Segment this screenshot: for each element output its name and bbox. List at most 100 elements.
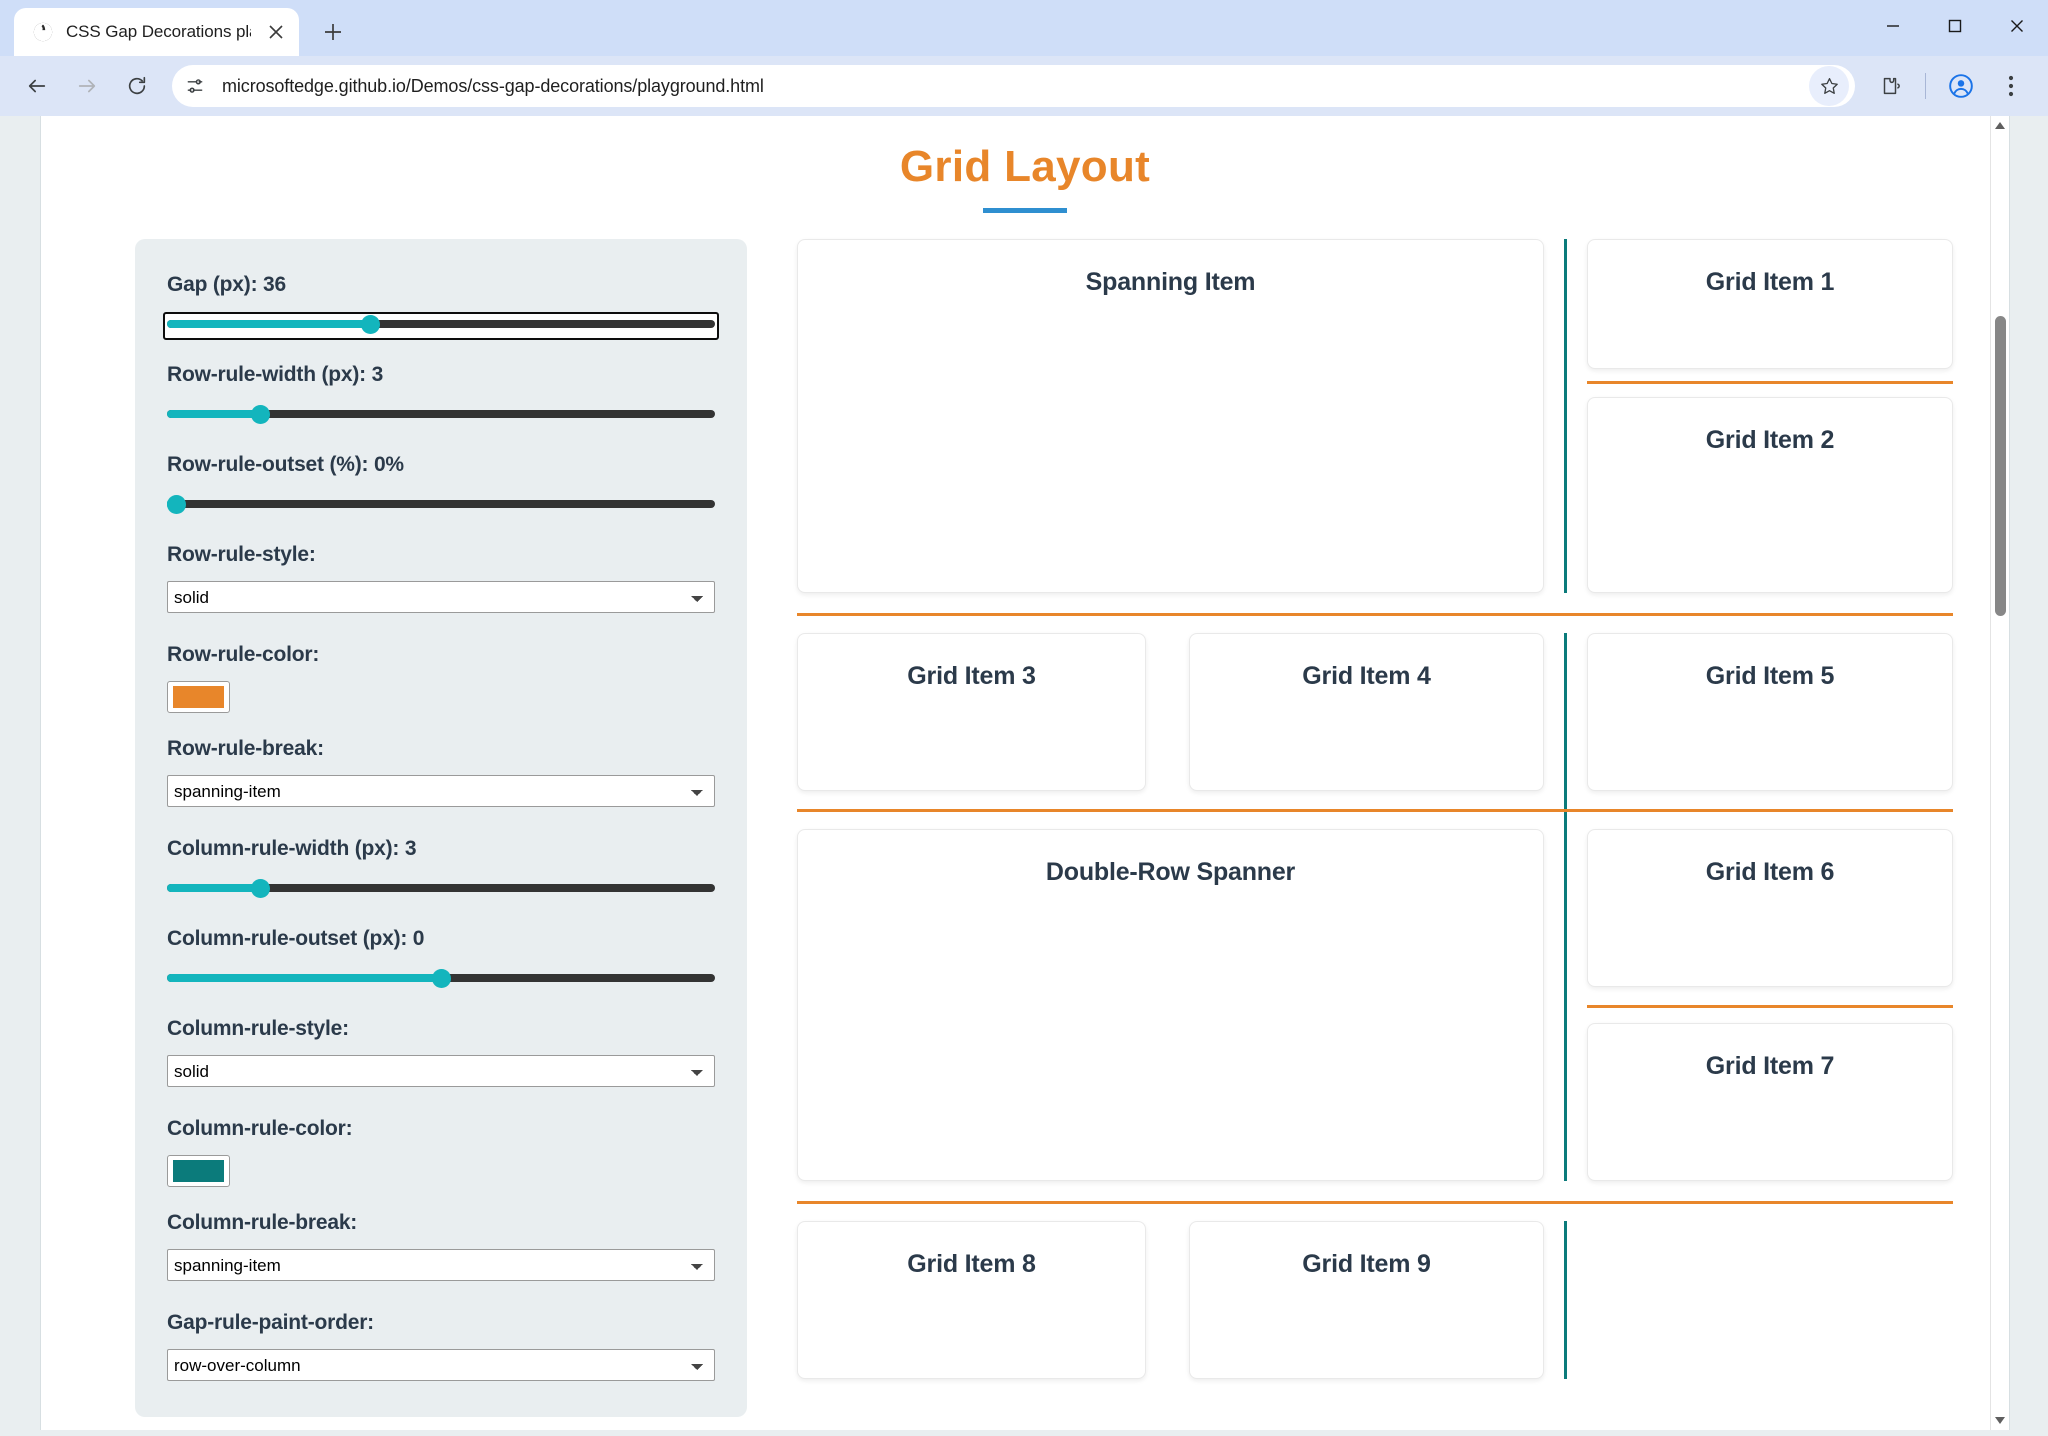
grid-item-5[interactable]: Grid Item 5 [1587,633,1953,791]
tab-strip: CSS Gap Decorations playground [0,0,2048,56]
column-rule-outset-slider[interactable] [167,965,715,991]
grid-demo: Spanning Item Grid Item 1 Grid Item 2 Gr… [797,239,1963,1417]
control-label: Row-rule-width (px): 3 [167,363,384,386]
globe-icon [32,21,54,43]
slider-track [167,500,715,508]
close-icon[interactable] [263,19,289,45]
browser-tab[interactable]: CSS Gap Decorations playground [14,8,299,56]
scrollbar-thumb[interactable] [1995,316,2006,616]
column-rule-right-2 [1564,633,1567,1181]
control-row-rule-width: Row-rule-width (px): 3 [167,363,715,427]
control-row-rule-style: Row-rule-style: nonesoliddasheddotteddou… [167,543,715,637]
row-rule-style-select[interactable]: nonesoliddasheddotteddoublegrooveridgein… [167,581,715,613]
row-rule-color-picker[interactable] [167,681,230,713]
reload-icon[interactable] [114,63,160,109]
toolbar-divider [1925,73,1926,99]
address-bar[interactable]: microsoftedge.github.io/Demos/css-gap-de… [172,65,1855,107]
column-rule-style-select[interactable]: nonesoliddasheddotteddoublegrooveridgein… [167,1055,715,1087]
row-rule-full-2 [797,809,1953,812]
control-column-rule-outset: Column-rule-outset (px): 0 [167,927,715,991]
url-text: microsoftedge.github.io/Demos/css-gap-de… [222,75,764,96]
controls-panel: Gap (px): 36 Row-rule-width (px): 3 [135,239,747,1417]
control-row-rule-outset: Row-rule-outset (%): 0% [167,453,715,517]
window-controls [1862,0,2048,52]
column-rule-width-slider[interactable] [167,875,715,901]
grid-item-1[interactable]: Grid Item 1 [1587,239,1953,369]
scroll-down-arrow-icon[interactable] [1991,1411,2009,1430]
page-scrollbar[interactable] [1990,116,2009,1430]
three-dot-menu-icon[interactable] [1988,63,2034,109]
control-column-rule-color: Column-rule-color: [167,1117,715,1187]
control-label: Column-rule-break: [167,1211,358,1234]
slider-track [167,320,715,328]
browser-toolbar: microsoftedge.github.io/Demos/css-gap-de… [0,56,2048,116]
row-rule-width-slider[interactable] [167,401,715,427]
slider-thumb[interactable] [167,495,186,514]
row-rule-break-select[interactable]: nonespanning-itemintersection [167,775,715,807]
scroll-up-arrow-icon[interactable] [1991,116,2009,135]
tab-title: CSS Gap Decorations playground [66,22,251,41]
column-rule-right [1564,239,1567,593]
grid-item-label: Spanning Item [1085,268,1256,296]
grid-item-6[interactable]: Grid Item 6 [1587,829,1953,987]
control-label: Row-rule-break: [167,737,324,760]
control-column-rule-width: Column-rule-width (px): 3 [167,837,715,901]
row-rule-full-1 [797,613,1953,616]
site-info-icon[interactable] [178,69,212,103]
slider-track [167,410,715,418]
grid-item-label: Grid Item 8 [907,1250,1036,1278]
minimize-icon[interactable] [1862,0,1924,52]
slider-fill [167,410,261,418]
control-label: Gap (px): 36 [167,273,286,296]
grid-item-label: Grid Item 4 [1302,662,1431,690]
grid-item-label: Grid Item 3 [907,662,1036,690]
title-underline [983,208,1067,213]
grid-item-8[interactable]: Grid Item 8 [797,1221,1146,1379]
grid-item-label: Double-Row Spanner [1045,858,1296,886]
extensions-puzzle-icon[interactable] [1867,63,1913,109]
spanning-item[interactable]: Spanning Item [797,239,1544,593]
slider-fill [167,884,261,892]
slider-thumb[interactable] [251,405,271,424]
back-arrow-icon[interactable] [14,63,60,109]
slider-thumb[interactable] [360,315,380,334]
control-column-rule-break: Column-rule-break: nonespanning-iteminte… [167,1211,715,1305]
slider-fill [167,320,370,328]
control-row-rule-break: Row-rule-break: nonespanning-iteminterse… [167,737,715,831]
grid-item-7[interactable]: Grid Item 7 [1587,1023,1953,1181]
control-label: Row-rule-color: [167,643,320,666]
browser-viewport: Grid Layout Gap (px): 36 Row-rule-wi [0,116,2048,1436]
row-rule-r3-right [1587,1005,1953,1008]
control-row-rule-color: Row-rule-color: [167,643,715,713]
page-content: Gap (px): 36 Row-rule-width (px): 3 [41,213,2009,1417]
color-swatch [173,1160,224,1182]
control-gap: Gap (px): 36 [163,273,719,340]
forward-arrow-icon[interactable] [64,63,110,109]
new-tab-button[interactable] [313,12,353,52]
row-rule-full-3 [797,1201,1953,1204]
window-close-icon[interactable] [1986,0,2048,52]
control-label: Row-rule-style: [167,543,316,566]
grid-item-2[interactable]: Grid Item 2 [1587,397,1953,593]
double-row-spanner[interactable]: Double-Row Spanner [797,829,1544,1181]
slider-thumb[interactable] [432,969,451,988]
gap-slider[interactable] [163,311,719,340]
grid-item-label: Grid Item 2 [1705,426,1835,454]
maximize-icon[interactable] [1924,0,1986,52]
control-label: Column-rule-width (px): 3 [167,837,417,860]
slider-fill [167,974,441,982]
grid-item-3[interactable]: Grid Item 3 [797,633,1146,791]
grid-item-4[interactable]: Grid Item 4 [1189,633,1544,791]
profile-avatar-icon[interactable] [1938,63,1984,109]
gap-rule-paint-order-select[interactable]: row-over-columncolumn-over-row [167,1349,715,1381]
control-label: Column-rule-style: [167,1017,349,1040]
row-rule-outset-slider[interactable] [167,491,715,517]
grid-item-9[interactable]: Grid Item 9 [1189,1221,1544,1379]
slider-track [167,884,715,892]
column-rule-break-select[interactable]: nonespanning-itemintersection [167,1249,715,1281]
slider-thumb[interactable] [251,879,271,898]
star-icon[interactable] [1809,66,1849,106]
grid-item-label: Grid Item 7 [1705,1052,1835,1080]
column-rule-color-picker[interactable] [167,1155,230,1187]
